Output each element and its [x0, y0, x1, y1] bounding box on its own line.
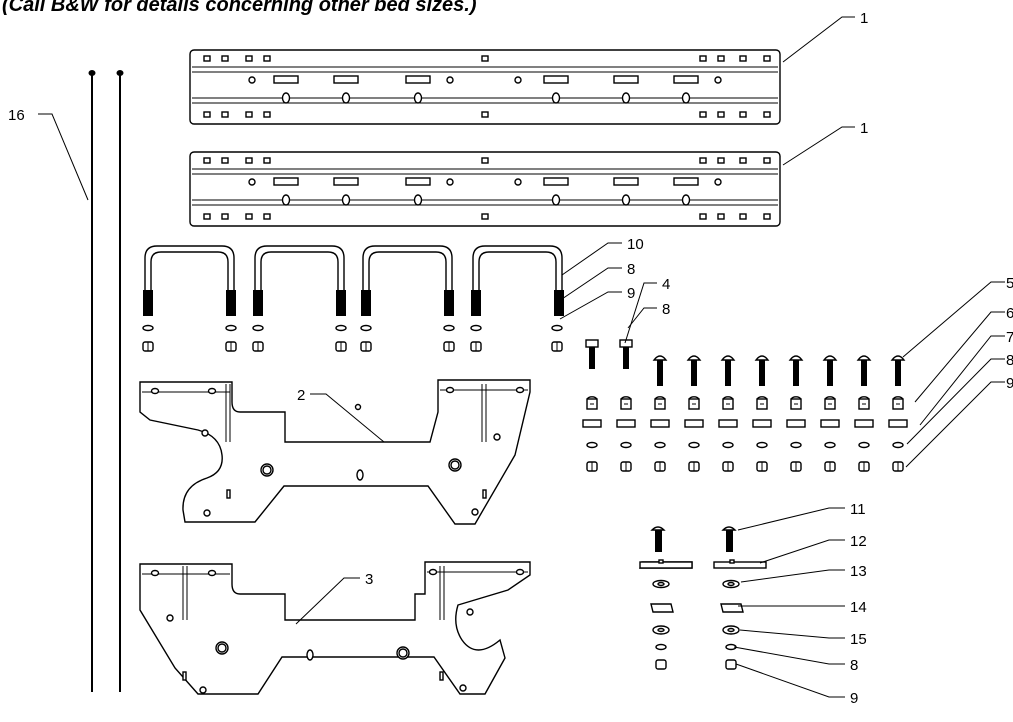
leader-lines [38, 16, 1005, 698]
u-bolt-hardware [142, 324, 563, 352]
callout-6: 6 [1006, 305, 1013, 322]
callout-8-ubolt: 8 [627, 261, 635, 278]
callout-10: 10 [627, 236, 644, 253]
callout-14: 14 [850, 599, 867, 616]
u-bolts [143, 245, 564, 316]
callout-15: 15 [850, 631, 867, 648]
callout-16: 16 [8, 107, 25, 124]
mounting-plate-rear [139, 561, 531, 695]
callout-9-carriage: 9 [1006, 375, 1013, 392]
callout-5: 5 [1006, 275, 1013, 292]
mounting-plate-front [139, 379, 531, 525]
bracket-hardware [639, 526, 767, 670]
callout-3: 3 [365, 571, 373, 588]
callout-7: 7 [1006, 329, 1013, 346]
rods [88, 70, 124, 692]
bolt-assemblies [582, 339, 908, 472]
callout-13: 13 [850, 563, 867, 580]
callout-12: 12 [850, 533, 867, 550]
callout-1-second: 1 [860, 120, 868, 137]
callout-9-bracket: 9 [850, 690, 858, 707]
callout-labels: 1 1 16 10 8 9 4 8 5 6 7 8 9 2 3 11 12 13… [8, 10, 1013, 707]
callout-1-top: 1 [860, 10, 868, 27]
callout-8-hexbolt: 8 [662, 301, 670, 318]
callout-9-ubolt: 9 [627, 285, 635, 302]
callout-8-carriage: 8 [1006, 352, 1013, 369]
callout-4: 4 [662, 276, 670, 293]
base-rail-bottom [189, 151, 781, 227]
base-rail-top [189, 49, 781, 125]
callout-8-bracket: 8 [850, 657, 858, 674]
diagram-heading: (Call B&W for details concerning other b… [2, 0, 477, 16]
callout-2: 2 [297, 387, 305, 404]
callout-11: 11 [850, 501, 866, 518]
